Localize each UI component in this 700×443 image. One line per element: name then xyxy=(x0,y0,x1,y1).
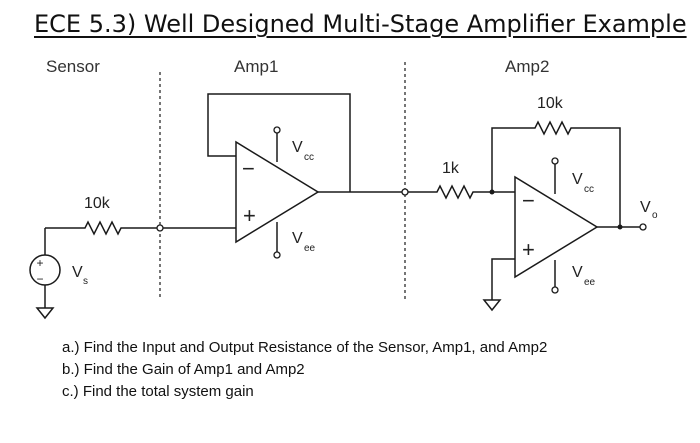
interstage-node xyxy=(401,188,409,196)
resistor-sensor-label: 10k xyxy=(84,195,111,212)
source-label-sub: s xyxy=(83,276,88,287)
amp2-plus-sign: + xyxy=(522,237,535,262)
output-label: V xyxy=(640,199,651,216)
amp1-vee-sub: ee xyxy=(304,243,316,254)
resistor-input-amp2-label: 1k xyxy=(442,160,460,177)
svg-text:−: − xyxy=(36,272,43,286)
amp1-vcc-label: V xyxy=(292,139,303,156)
amp1-vcc-sub: cc xyxy=(304,152,314,163)
question-a: a.) Find the Input and Output Resistance… xyxy=(62,339,548,356)
resistor-feedback-amp2-label: 10k xyxy=(537,95,564,112)
section-label-sensor: Sensor xyxy=(46,57,100,76)
ground-icon xyxy=(482,299,502,312)
amp1-vee-label: V xyxy=(292,230,303,247)
output-terminal xyxy=(639,223,647,231)
question-b: b.) Find the Gain of Amp1 and Amp2 xyxy=(62,361,305,378)
terminal-node xyxy=(156,224,164,232)
op-amp-2 xyxy=(514,175,599,279)
resistor-sensor xyxy=(45,220,160,236)
question-c: c.) Find the total system gain xyxy=(62,383,254,400)
amp1-feedback-wire xyxy=(207,93,351,192)
page-title: ECE 5.3) Well Designed Multi-Stage Ampli… xyxy=(34,10,687,38)
amp2-vee-label: V xyxy=(572,264,583,281)
svg-text:+: + xyxy=(36,256,43,270)
amp2-minus-sign: − xyxy=(522,188,535,213)
op-amp-1 xyxy=(235,140,320,244)
voltage-source: + − xyxy=(29,254,61,286)
output-label-sub: o xyxy=(652,210,658,221)
amp2-vee-sub: ee xyxy=(584,277,596,288)
vee-terminal xyxy=(273,251,281,259)
resistor-feedback-amp2 xyxy=(491,120,621,227)
section-label-amp1: Amp1 xyxy=(234,57,279,76)
vee-terminal xyxy=(551,286,559,294)
amp1-plus-sign: + xyxy=(243,203,256,228)
resistor-input-amp2 xyxy=(408,184,515,200)
vcc-terminal xyxy=(273,126,281,134)
ground-icon xyxy=(35,307,55,320)
source-label: V xyxy=(72,264,83,281)
amp2-vcc-sub: cc xyxy=(584,184,594,195)
question-list: a.) Find the Input and Output Resistance… xyxy=(62,337,547,403)
amp2-vcc-label: V xyxy=(572,171,583,188)
amp1-minus-sign: − xyxy=(242,156,255,181)
section-label-amp2: Amp2 xyxy=(505,57,550,76)
vcc-terminal xyxy=(551,157,559,165)
